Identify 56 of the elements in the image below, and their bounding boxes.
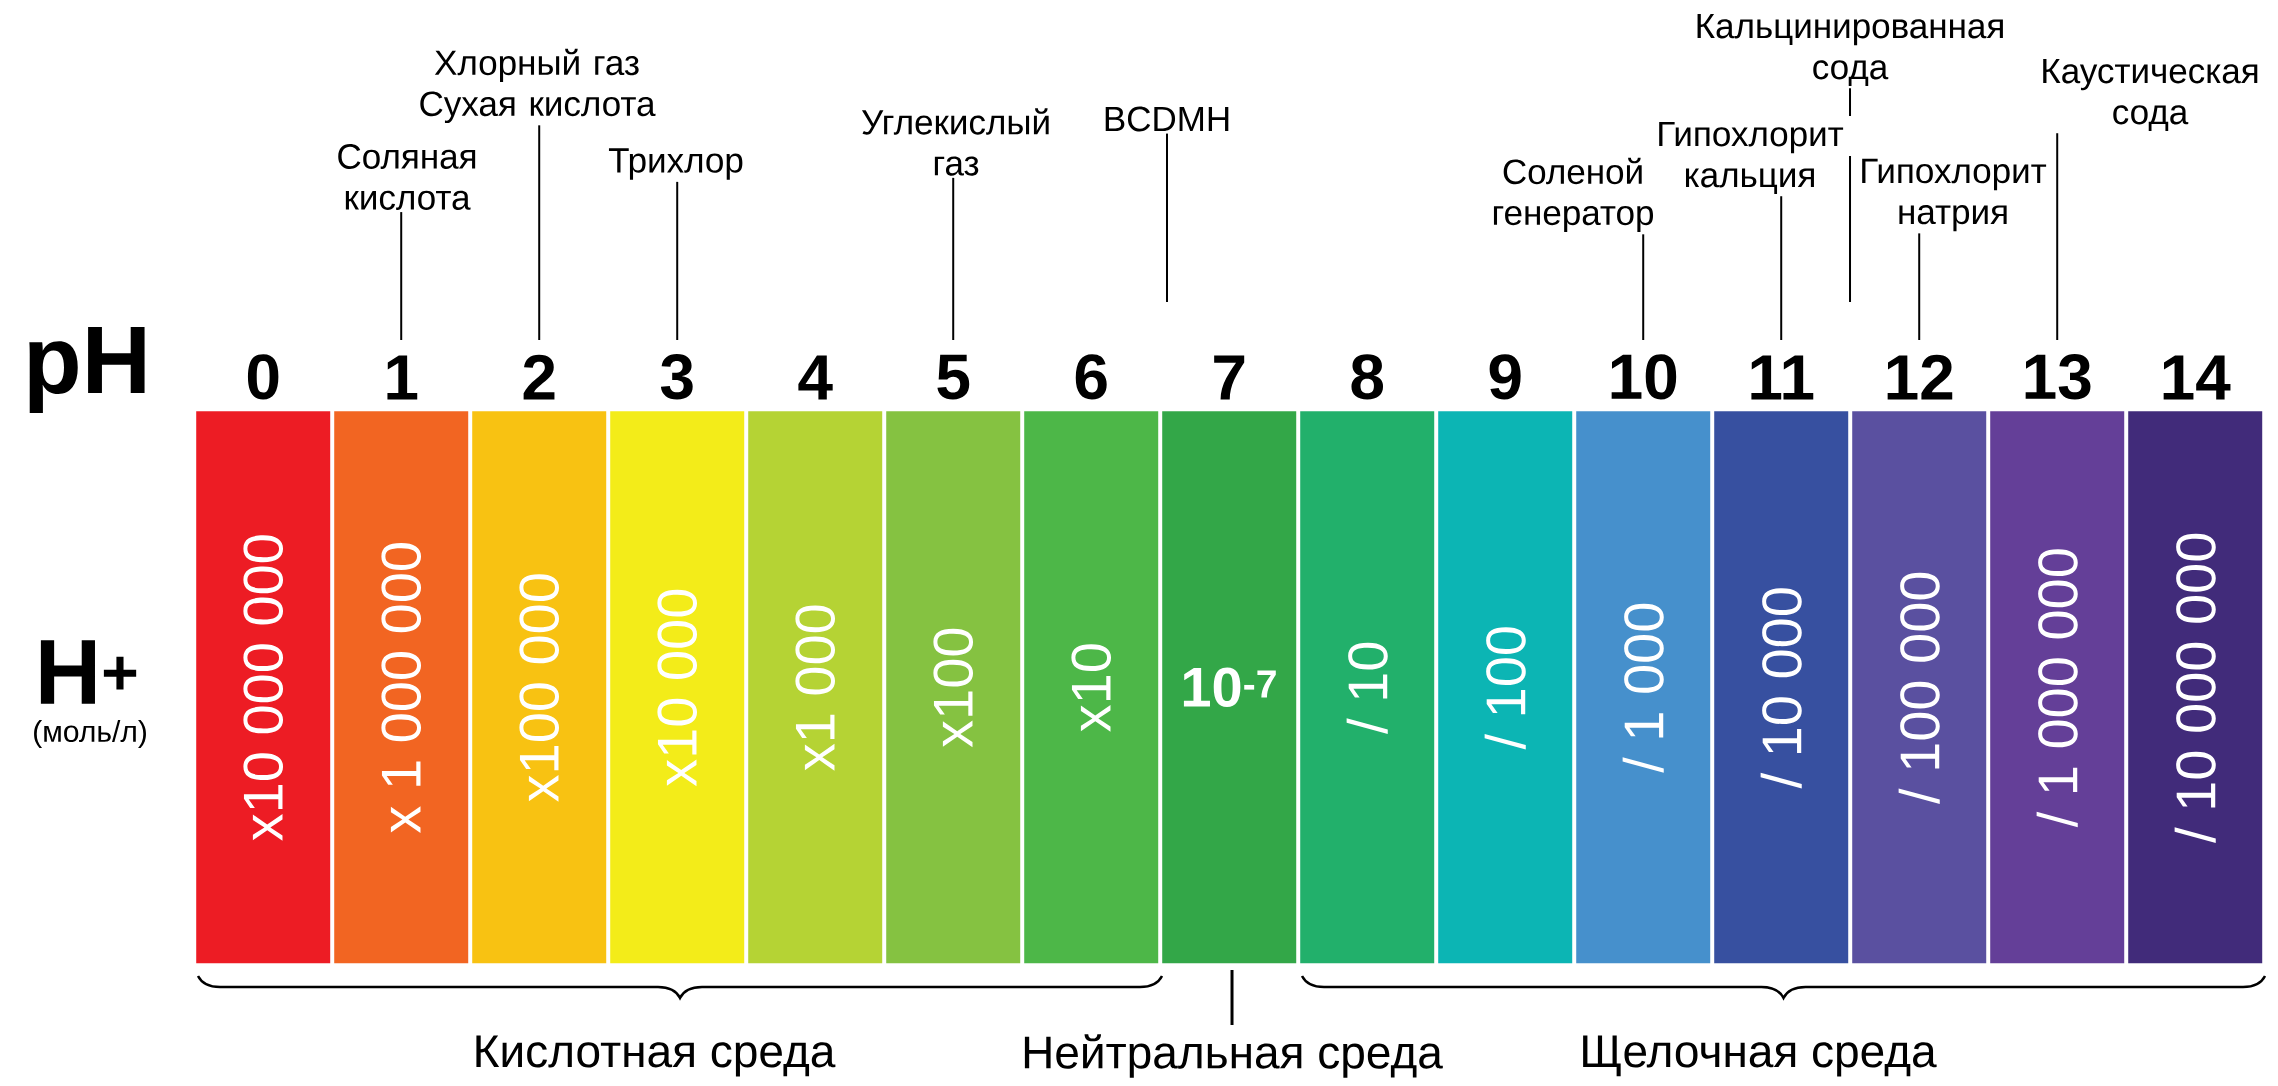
leader-line	[1166, 132, 1168, 303]
ph-color-bar: / 100 000 12	[1852, 354, 1987, 964]
range-label: Нейтральная среда	[1024, 1034, 1443, 1078]
node-label: 10	[1611, 354, 1677, 400]
node-label: 3	[660, 354, 693, 400]
ph-color-bar: x100 000 2	[472, 354, 607, 964]
scale-title: H$^{+}$	[40, 640, 137, 704]
ph-color-bar: / 1 000 10	[1576, 354, 1711, 964]
node-label: 0	[247, 354, 279, 400]
ph-color-bar: x10 000 3	[610, 354, 745, 964]
ph-color-bar: / 10 000 000 14	[2128, 355, 2263, 964]
substance-label: BCDMH	[1105, 106, 1229, 132]
ph-color-bar: x10 000 000 0	[196, 354, 331, 964]
leader-line	[952, 176, 955, 341]
substance-label: Каустическая сода	[2043, 58, 2258, 132]
ph-color-bar: / 10 8	[1300, 354, 1435, 964]
range-label: Кислотная среда	[476, 1035, 836, 1077]
leader-line	[676, 180, 679, 341]
node-label: 9	[1489, 354, 1521, 400]
node-label: 8	[1351, 354, 1384, 400]
substance-label: Кальцинированная сода	[1697, 13, 2003, 87]
leader-line	[1918, 232, 1921, 341]
leader-line	[538, 124, 541, 341]
ph-color-bar: / 100 9	[1438, 354, 1573, 964]
substance-label: Соляная кислота	[338, 144, 476, 210]
substance-label: Углекислый газ	[861, 108, 1049, 176]
substance-label: Хлорный газ Сухая кислота	[420, 48, 656, 124]
ph-color-bar: x 1 000 000 1	[334, 355, 469, 964]
leader-line	[400, 211, 403, 341]
ph-color-bar: / 10 000 11	[1714, 355, 1849, 964]
substance-label: Гипохлорит натрия	[1862, 158, 2047, 232]
leader-line	[1642, 233, 1645, 341]
node-label: 11	[1751, 355, 1814, 400]
leader-line	[2056, 132, 2059, 341]
ph-color-bar: x100 5	[886, 354, 1021, 964]
unit-label: (моль/л)	[34, 720, 146, 748]
node-label: 1	[387, 355, 418, 400]
node-label: 7	[1214, 355, 1245, 400]
ph-color-bar: x10 6	[1024, 354, 1159, 964]
node-label: 6	[1075, 354, 1107, 400]
node-label: 2	[523, 354, 555, 400]
ph-color-bar: 10$^{-7}$ 7	[1162, 355, 1297, 964]
ph-color-bar: / 1 000 000 13	[1990, 354, 2125, 964]
node-label: 12	[1887, 354, 1953, 400]
leader-line	[1780, 195, 1783, 341]
node-label: 4	[798, 355, 833, 400]
substance-label: Соленой генератор	[1493, 157, 1653, 233]
leader-line	[1849, 87, 1851, 303]
substance-label: Гипохлорит кальция	[1659, 121, 1844, 195]
node-label: 14	[2163, 355, 2231, 400]
ph-color-bar: x1 000 4	[748, 355, 883, 964]
substance-label: Трихлор	[608, 148, 743, 180]
node-label: 5	[937, 354, 970, 400]
scale-title: pH	[29, 327, 145, 413]
node-label: 13	[2025, 354, 2091, 400]
range-label: Щелочная среда	[1583, 1035, 1937, 1077]
